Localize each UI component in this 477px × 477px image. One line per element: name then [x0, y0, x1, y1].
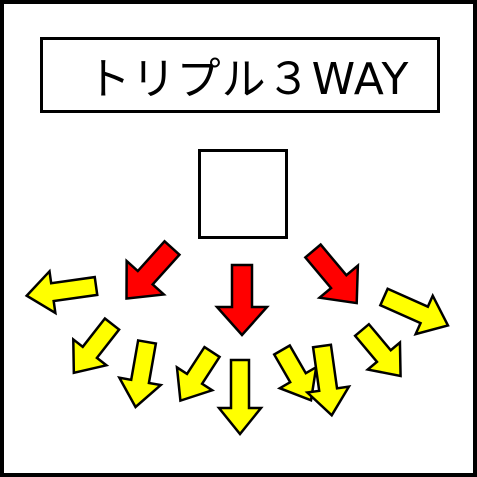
secondary-arrow [24, 268, 99, 316]
secondary-arrow [378, 287, 450, 336]
secondary-arrow [304, 343, 352, 418]
emitter-square [198, 149, 288, 239]
secondary-arrow [353, 322, 402, 378]
secondary-arrow [216, 358, 264, 436]
secondary-arrow [272, 343, 318, 402]
secondary-arrow [175, 345, 222, 403]
primary-arrow [303, 242, 360, 305]
diagram-title: トリプル３WAY [86, 54, 410, 105]
primary-arrows [125, 239, 360, 337]
primary-arrow [214, 263, 270, 337]
secondary-arrow [71, 316, 121, 375]
secondary-arrow [117, 338, 164, 409]
title-box: トリプル３WAY [40, 37, 440, 113]
primary-arrow [125, 239, 182, 300]
secondary-arrows [24, 268, 450, 436]
